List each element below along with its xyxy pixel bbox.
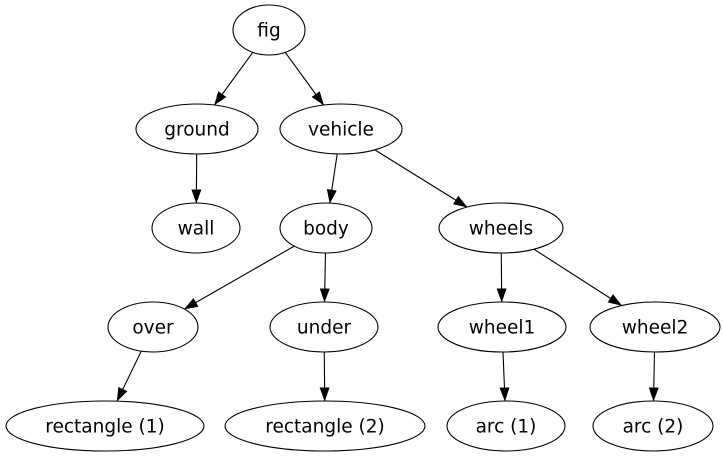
edge-body-under — [319, 252, 330, 303]
node-wheel2: wheel2 — [589, 301, 721, 353]
node-body-shape — [279, 202, 373, 254]
node-fig: fig — [232, 4, 306, 56]
node-wheels-shape — [438, 202, 564, 254]
edge-fig-ground — [213, 51, 254, 106]
node-over-label: over — [132, 318, 174, 339]
node-wheel1-label: wheel1 — [469, 318, 536, 339]
node-wheel2-shape — [589, 301, 721, 353]
node-rect2: rectangle (2) — [224, 400, 426, 452]
node-arc1-shape — [446, 400, 566, 452]
node-rect2-shape — [224, 400, 426, 452]
node-vehicle-label: vehicle — [308, 120, 374, 141]
node-ground-shape — [135, 103, 259, 155]
node-ground: ground — [135, 103, 259, 155]
edge-over-rect1 — [116, 350, 142, 402]
node-over-shape — [107, 301, 199, 353]
node-fig-shape — [232, 4, 306, 56]
node-vehicle-shape — [279, 103, 403, 155]
node-fig-label: fig — [257, 21, 280, 42]
node-arc2: arc (2) — [592, 400, 714, 452]
nodes-layer: fig ground vehicle wall body wheels over under w… — [5, 4, 721, 452]
node-over: over — [107, 301, 199, 353]
node-rect2-label: rectangle (2) — [265, 417, 384, 438]
node-under: under — [269, 301, 379, 353]
edge-wheel2-arc2 — [648, 351, 659, 402]
node-wall-label: wall — [178, 219, 215, 240]
node-wheel1-shape — [437, 301, 567, 353]
node-vehicle: vehicle — [279, 103, 403, 155]
node-wheel2-label: wheel2 — [622, 318, 689, 339]
node-under-label: under — [297, 318, 352, 339]
node-arc1-label: arc (1) — [476, 417, 537, 438]
edge-wheels-wheel2 — [533, 248, 623, 306]
node-wheels-label: wheels — [469, 219, 533, 240]
node-wheel1: wheel1 — [437, 301, 567, 353]
edges-layer — [116, 51, 659, 402]
node-arc2-label: arc (2) — [623, 417, 684, 438]
edge-body-over — [183, 245, 295, 310]
node-rect1-shape — [5, 400, 205, 452]
node-under-shape — [269, 301, 379, 353]
node-body: body — [279, 202, 373, 254]
node-wheels: wheels — [438, 202, 564, 254]
edge-fig-vehicle — [284, 51, 325, 106]
node-wall-shape — [151, 202, 241, 254]
node-rect1: rectangle (1) — [5, 400, 205, 452]
node-wall: wall — [151, 202, 241, 254]
node-rect1-label: rectangle (1) — [45, 417, 164, 438]
edge-wheel1-arc1 — [499, 351, 510, 402]
edge-vehicle-body — [326, 153, 338, 204]
node-body-label: body — [303, 219, 349, 240]
edge-vehicle-wheels — [374, 149, 468, 208]
node-ground-label: ground — [164, 120, 229, 141]
node-arc2-shape — [592, 400, 714, 452]
node-arc1: arc (1) — [446, 400, 566, 452]
